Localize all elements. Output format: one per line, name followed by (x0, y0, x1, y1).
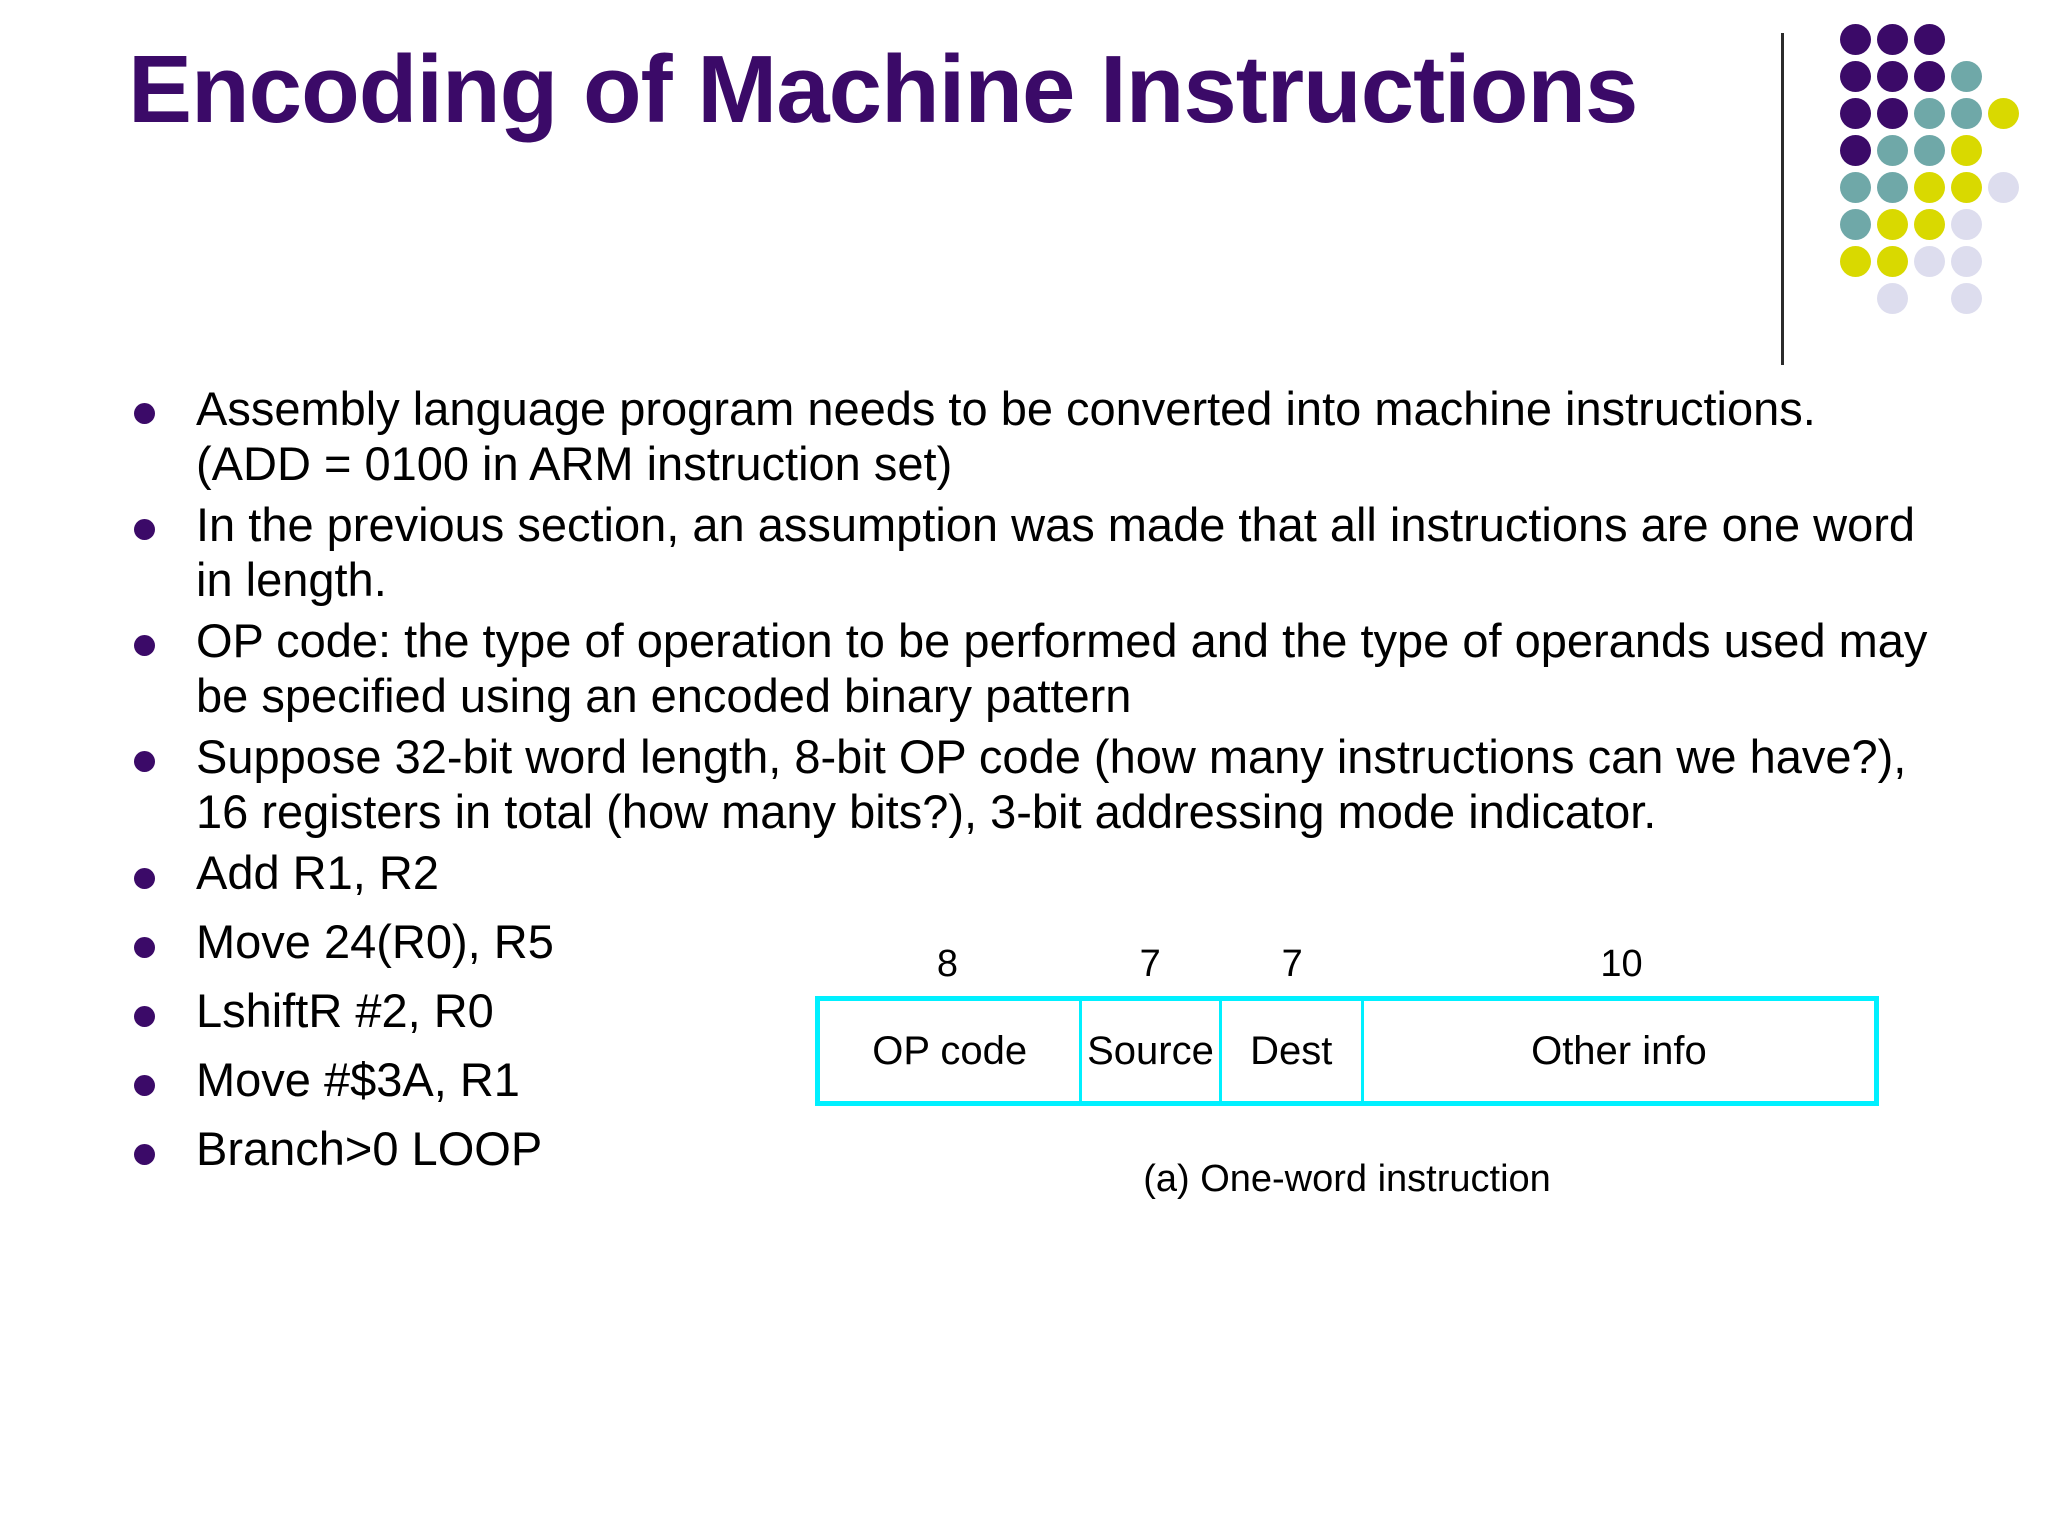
bit-width-label: 10 (1600, 943, 1643, 985)
logo-dot-empty (1988, 61, 2019, 92)
logo-dot-teal (1914, 135, 1945, 166)
bit-width-labels: 8 7 7 10 (815, 940, 1879, 996)
logo-dot-empty (1988, 246, 2019, 277)
logo-dot-empty (1988, 283, 2019, 314)
bit-width-label: 7 (1139, 943, 1161, 985)
logo-dot-purple (1877, 24, 1908, 55)
instruction-field-cell: OP code (820, 1001, 1083, 1101)
logo-dot-yellow (1951, 135, 1982, 166)
logo-dot-empty (1951, 24, 1982, 55)
logo-dot-teal (1840, 209, 1871, 240)
logo-dot-lavender (1951, 246, 1982, 277)
logo-dot-yellow (1877, 209, 1908, 240)
bullet-item: Branch>0 LOOP (118, 1122, 1928, 1177)
bullet-text: Branch>0 LOOP (196, 1121, 543, 1175)
bullet-point-icon (134, 936, 155, 958)
instruction-field-cell: Source (1082, 1001, 1222, 1101)
logo-dot-yellow (1914, 209, 1945, 240)
bullet-list: Assembly language program needs to be co… (118, 382, 1928, 1191)
bullet-text: Add R1, R2 (196, 845, 439, 899)
bullet-item: Assembly language program needs to be co… (118, 382, 1928, 492)
logo-dot-purple (1840, 98, 1871, 129)
page-title: Encoding of Machine Instructions (128, 36, 1638, 143)
logo-dot-lavender (1914, 246, 1945, 277)
bullet-text: OP code: the type of operation to be per… (196, 613, 1928, 722)
logo-dot-teal (1877, 172, 1908, 203)
logo-dot-lavender (1877, 283, 1908, 314)
logo-dot-purple (1877, 98, 1908, 129)
bullet-item: Move #$3A, R1 (118, 1053, 1928, 1108)
logo-dot-row (1840, 98, 2040, 135)
bullet-point-icon (134, 750, 155, 772)
dot-grid-logo (1840, 24, 2040, 344)
logo-dot-empty (1988, 135, 2019, 166)
bullet-item: Suppose 32-bit word length, 8-bit OP cod… (118, 730, 1928, 840)
bullet-text: Move 24(R0), R5 (196, 914, 554, 968)
bullet-point-icon (134, 1143, 155, 1165)
logo-dot-teal (1877, 135, 1908, 166)
logo-dot-yellow (1877, 246, 1908, 277)
instruction-field-label: OP code (872, 1028, 1028, 1073)
logo-dot-yellow (1840, 246, 1871, 277)
logo-dot-empty (1988, 209, 2019, 240)
logo-dot-purple (1840, 61, 1871, 92)
bullet-text: In the previous section, an assumption w… (196, 497, 1916, 606)
instruction-field-cell: Other info (1364, 1001, 1874, 1101)
logo-dot-lavender (1951, 209, 1982, 240)
logo-dot-row (1840, 24, 2040, 61)
bullet-text: LshiftR #2, R0 (196, 983, 494, 1037)
bullet-item: Add R1, R2 (118, 846, 1928, 901)
logo-dot-row (1840, 283, 2040, 320)
instruction-field-cell: Dest (1222, 1001, 1364, 1101)
bullet-point-icon (134, 634, 155, 656)
logo-dot-row (1840, 61, 2040, 98)
logo-dot-yellow (1988, 98, 2019, 129)
logo-dot-teal (1840, 172, 1871, 203)
logo-dot-empty (1840, 283, 1871, 314)
bit-width-label: 8 (936, 943, 959, 985)
bullet-point-icon (134, 867, 155, 889)
logo-dot-purple (1914, 61, 1945, 92)
logo-dot-purple (1840, 135, 1871, 166)
logo-dot-teal (1951, 61, 1982, 92)
logo-dot-empty (1988, 24, 2019, 55)
logo-dot-row (1840, 209, 2040, 246)
instruction-field-label: Source (1087, 1028, 1214, 1073)
logo-dot-row (1840, 172, 2040, 209)
bullet-text: Suppose 32-bit word length, 8-bit OP cod… (196, 729, 1907, 838)
bullet-point-icon (134, 1005, 155, 1027)
diagram-caption: (a) One-word instruction (1143, 1158, 1551, 1200)
bullet-point-icon (134, 518, 155, 540)
logo-dot-empty (1914, 283, 1945, 314)
logo-divider (1781, 33, 1784, 365)
logo-dot-yellow (1914, 172, 1945, 203)
instruction-field-label: Other info (1531, 1028, 1707, 1073)
logo-dot-purple (1914, 24, 1945, 55)
logo-dot-row (1840, 246, 2040, 283)
bullet-point-icon (134, 1074, 155, 1096)
bullet-item: Move 24(R0), R5 (118, 915, 1928, 970)
logo-dot-yellow (1951, 172, 1982, 203)
logo-dot-teal (1951, 98, 1982, 129)
instruction-format-diagram: 8 7 7 10 OP code Source Dest Other info (a) On… (815, 940, 1879, 1201)
bit-width-label: 7 (1281, 943, 1303, 985)
logo-dot-lavender (1951, 283, 1982, 314)
logo-dot-teal (1914, 98, 1945, 129)
logo-dot-purple (1877, 61, 1908, 92)
bullet-text: Move #$3A, R1 (196, 1052, 520, 1106)
logo-dot-row (1840, 135, 2040, 172)
logo-dot-lavender (1988, 172, 2019, 203)
bullet-item: OP code: the type of operation to be per… (118, 614, 1928, 724)
bullet-point-icon (134, 403, 155, 424)
bullet-text: Assembly language program needs to be co… (196, 382, 1816, 490)
bullet-item: LshiftR #2, R0 (118, 984, 1928, 1039)
instruction-word-box: OP code Source Dest Other info (815, 996, 1879, 1106)
logo-dot-purple (1840, 24, 1871, 55)
bullet-item: In the previous section, an assumption w… (118, 498, 1928, 608)
instruction-field-label: Dest (1250, 1028, 1333, 1073)
